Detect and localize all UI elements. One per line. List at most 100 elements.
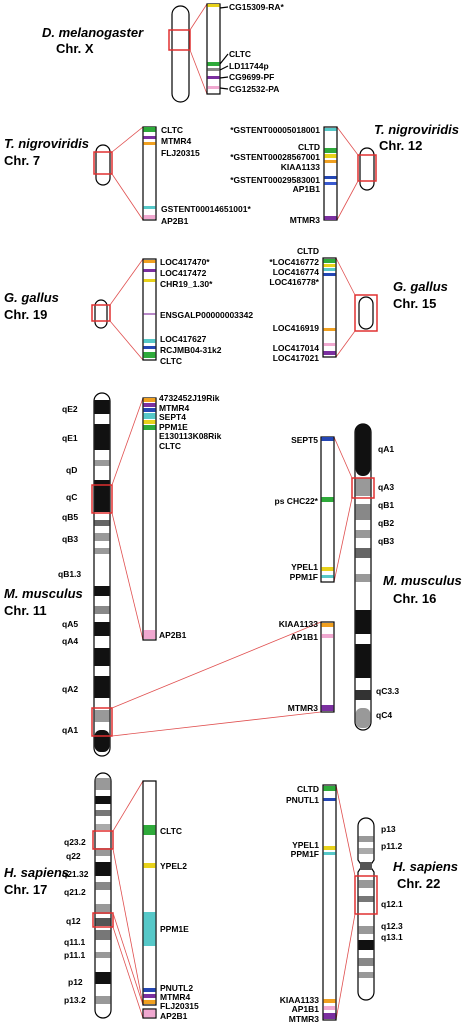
gene-band — [143, 136, 156, 139]
band-label: qE1 — [62, 433, 78, 443]
gene-label: AP1B1 — [292, 1004, 320, 1014]
cytoband — [95, 824, 111, 830]
cytoband — [94, 586, 110, 596]
gene-label: CLTD — [297, 246, 319, 256]
band-label: qB3 — [62, 534, 78, 544]
cytoband — [355, 504, 371, 520]
gene-label: LOC416919 — [273, 323, 320, 333]
gene-label: PPM1F — [290, 572, 318, 582]
cytoband — [358, 940, 374, 950]
panel-mmus-16: M. musculus Chr. 16 qA1 qA3 qB1 qB2 qB3 … — [275, 423, 462, 731]
highlight-box — [354, 875, 378, 915]
band-label: p11.2 — [381, 841, 403, 851]
gene-label: LOC417470* — [160, 257, 210, 267]
gene-band — [143, 1000, 156, 1004]
gene-band — [324, 216, 337, 220]
gene-band — [323, 846, 336, 850]
band-label: qB1 — [378, 500, 394, 510]
gene-band — [323, 798, 336, 801]
species-label: D. melanogaster — [42, 25, 144, 40]
species-label: H. sapiens — [393, 859, 458, 874]
gene-band — [143, 408, 156, 412]
band-label: qA5 — [62, 619, 78, 629]
gene-band — [324, 160, 337, 163]
cytoband — [94, 520, 110, 526]
leader-line — [219, 87, 229, 90]
gene-band — [143, 994, 156, 998]
connector-line — [111, 711, 322, 737]
gene-label: RCJMB04-31k2 — [160, 345, 222, 355]
highlight-box — [92, 912, 114, 928]
gene-band — [323, 1013, 336, 1019]
band-label: qA2 — [62, 684, 78, 694]
species-label: T. nigroviridis — [4, 136, 89, 151]
panel-tnig-12: T. nigroviridis Chr. 12 *GSTENT000050180… — [230, 122, 459, 225]
gene-band — [323, 328, 336, 331]
band-label: qA1 — [378, 444, 394, 454]
band-label: p12 — [68, 977, 83, 987]
band-label: q12 — [66, 916, 81, 926]
cytoband — [95, 972, 111, 984]
gene-band — [143, 398, 156, 402]
highlight-box — [91, 707, 113, 737]
band-label: q13.1 — [381, 932, 403, 942]
cytoband — [95, 996, 111, 1004]
gene-label: *GSTENT00028567001 — [230, 152, 320, 162]
gene-band — [323, 264, 336, 267]
chromosome-label: Chr. 7 — [4, 153, 40, 168]
highlight-box — [168, 29, 191, 51]
gene-label: FLJ20315 — [160, 1001, 199, 1011]
band-label: qB2 — [378, 518, 394, 528]
band-label: q12.1 — [381, 899, 403, 909]
gene-label: CLTC — [160, 826, 182, 836]
band-label: q22 — [66, 851, 81, 861]
leader-line — [219, 65, 229, 71]
gene-band — [143, 269, 156, 272]
gene-band — [323, 259, 336, 263]
band-label: qA4 — [62, 636, 78, 646]
chromosome-label: Chr. 12 — [379, 138, 422, 153]
connector-line — [112, 780, 144, 832]
chromosome-ideogram — [94, 299, 108, 329]
gene-band — [323, 1006, 336, 1010]
gene-label: AP1B1 — [291, 632, 319, 642]
gene-label: MTMR4 — [160, 992, 190, 1002]
species-label: G. gallus — [4, 290, 59, 305]
chromosome-label: Chr. 17 — [4, 882, 47, 897]
leader-line — [219, 6, 229, 9]
band-label: q11.1 — [64, 937, 86, 947]
cytoband — [94, 622, 110, 636]
band-label: qA3 — [378, 482, 394, 492]
cytoband — [95, 848, 111, 856]
gene-band — [143, 260, 156, 263]
gene-label: CLTC — [159, 441, 181, 451]
cytoband — [355, 708, 371, 728]
gene-band — [321, 437, 334, 441]
band-label: q23.2 — [64, 837, 86, 847]
species-label: G. gallus — [393, 279, 448, 294]
gene-label: SEPT5 — [291, 435, 318, 445]
gene-band — [323, 273, 336, 276]
cytoband — [95, 904, 111, 914]
gene-band — [207, 62, 220, 66]
chromosome-label: Chr. 15 — [393, 296, 436, 311]
gene-band — [143, 413, 156, 419]
gene-band — [143, 346, 156, 349]
gene-label: PPM1E — [159, 422, 188, 432]
connector-line — [111, 512, 144, 641]
connector-line — [111, 173, 144, 221]
gene-band — [143, 988, 156, 992]
gene-band — [324, 176, 337, 179]
gene-band — [143, 279, 156, 282]
gene-map-bar — [320, 436, 335, 583]
gene-label: YPEL2 — [160, 861, 187, 871]
gene-label: *LOC416772 — [269, 257, 319, 267]
cytoband — [94, 648, 110, 666]
gene-band — [324, 148, 337, 153]
chromosome-label: Chr. 22 — [397, 876, 440, 891]
connector-line — [336, 126, 359, 156]
gene-label: MTMR3 — [288, 703, 318, 713]
highlight-box — [354, 294, 378, 332]
gene-band — [321, 567, 334, 571]
